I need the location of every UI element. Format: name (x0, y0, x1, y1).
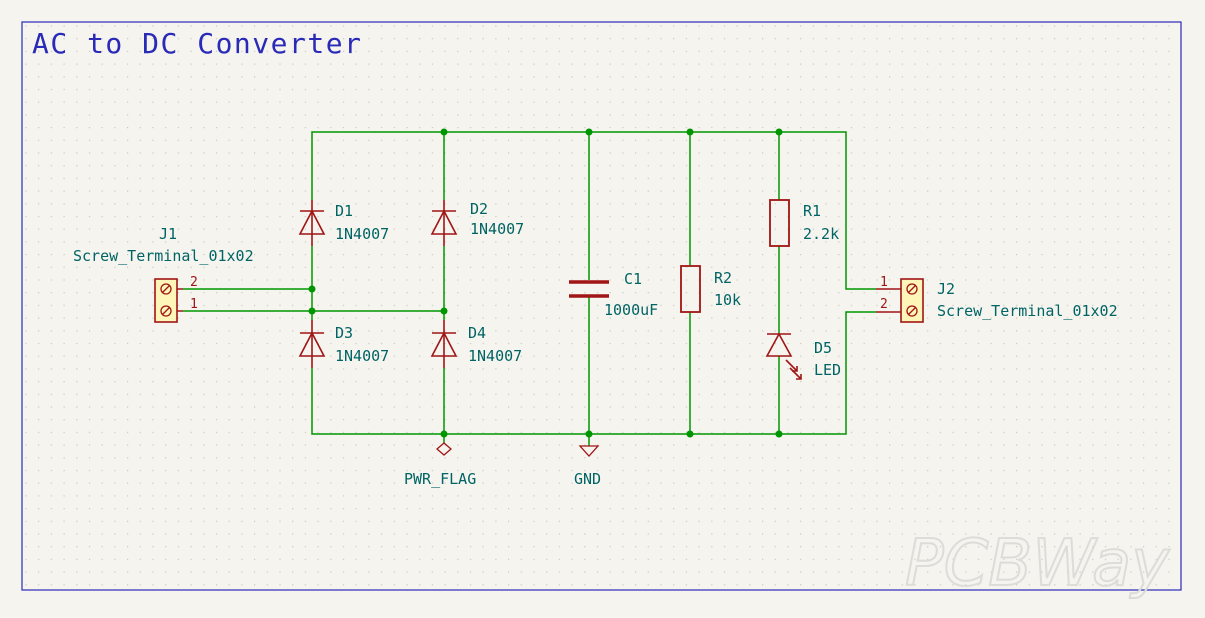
diode-d2[interactable] (430, 200, 458, 246)
d2-reference: D2 (470, 200, 488, 218)
diode-d4[interactable] (430, 320, 458, 368)
j2-pin-top-number: 1 (880, 275, 888, 290)
c1-reference: C1 (624, 270, 642, 288)
sheet-title: AC to DC Converter (32, 27, 362, 60)
d4-reference: D4 (468, 324, 486, 342)
d5-reference: D5 (814, 339, 832, 357)
j1-reference: J1 (159, 225, 177, 243)
j1-pin-top-number: 2 (190, 275, 198, 290)
c1-value: 1000uF (604, 301, 658, 319)
r1-value: 2.2k (803, 225, 839, 243)
d2-value: 1N4007 (470, 220, 524, 238)
d3-value: 1N4007 (335, 347, 389, 365)
resistor-r1[interactable] (769, 199, 790, 247)
pwr-flag-label: PWR_FLAG (404, 470, 476, 488)
gnd-symbol[interactable] (578, 445, 600, 457)
r2-reference: R2 (714, 269, 732, 287)
connector-j2[interactable]: 1 2 J2 Screw_Terminal_01x02 (876, 275, 1118, 323)
diode-d3[interactable] (298, 320, 326, 368)
d5-value: LED (814, 361, 841, 379)
j1-value: Screw_Terminal_01x02 (73, 247, 254, 265)
diode-d1[interactable] (298, 200, 326, 246)
gnd-label: GND (574, 470, 601, 488)
led-d5[interactable] (765, 332, 802, 380)
j2-value: Screw_Terminal_01x02 (937, 302, 1118, 320)
d3-reference: D3 (335, 324, 353, 342)
sheet-frame (21, 21, 1182, 591)
j1-pin-bottom-number: 1 (190, 297, 198, 312)
j2-pin-bottom-number: 2 (880, 297, 888, 312)
j2-reference: J2 (937, 280, 955, 298)
junction-dots (308, 128, 783, 438)
grid-background (22, 22, 1181, 590)
resistor-r2[interactable] (680, 265, 701, 313)
d1-value: 1N4007 (335, 225, 389, 243)
watermark-logo: PCBWay (905, 527, 1170, 601)
d4-value: 1N4007 (468, 347, 522, 365)
capacitor-c1[interactable] (569, 280, 609, 298)
r1-reference: R1 (803, 202, 821, 220)
d1-reference: D1 (335, 202, 353, 220)
wires (183, 131, 876, 446)
connector-j1[interactable]: 2 1 J1 Screw_Terminal_01x02 (73, 225, 254, 323)
r2-value: 10k (714, 291, 741, 309)
pwr-flag-symbol[interactable] (436, 442, 452, 456)
